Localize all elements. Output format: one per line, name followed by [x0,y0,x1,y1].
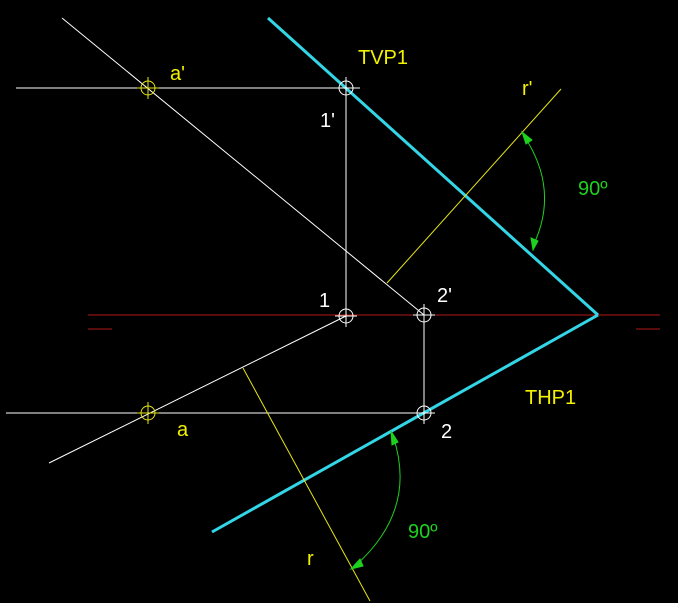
label-r-prime: r' [522,78,532,100]
arrow-bottom-end-icon [349,558,364,570]
labels: a' TVP1 1' r' 90º 1 2' THP1 a 2 90º r [170,47,608,570]
label-thp1: THP1 [525,387,576,409]
label-2: 2 [441,421,452,443]
arrow-top-end-icon [530,237,539,252]
trace-thp1 [211,313,599,534]
arrow-top-start-icon [520,130,533,145]
label-angle-bottom: 90º [408,521,438,543]
label-tvp1: TVP1 [358,47,408,69]
angle-arc-top [523,135,546,247]
ground-line [88,314,660,330]
label-angle-top: 90º [578,178,608,200]
angle-arc-bottom [354,435,401,567]
label-1-prime: 1' [320,110,335,132]
trace-tvp1 [266,16,600,317]
reference-lines [242,88,562,602]
label-a-prime: a' [170,63,185,85]
line-r-prime [386,88,562,284]
point-marker-a-prime [137,77,159,99]
label-2-prime: 2' [437,285,452,307]
label-1: 1 [319,290,330,312]
point-marker-1 [335,305,357,327]
angle-marks [349,130,546,570]
line-r [242,367,371,602]
line-horizontal-projection-r [48,315,347,464]
line-vertical-projection-r-prime [61,17,425,316]
label-r: r [307,548,314,570]
point-marker-a [137,402,159,424]
point-marker-2-prime [413,304,435,326]
construction-lines [6,17,435,464]
point-markers [137,77,435,424]
plane-traces [211,16,600,534]
point-marker-2 [413,402,435,424]
point-marker-1-prime [335,77,357,99]
label-a: a [177,419,189,441]
arrow-bottom-start-icon [390,430,399,446]
